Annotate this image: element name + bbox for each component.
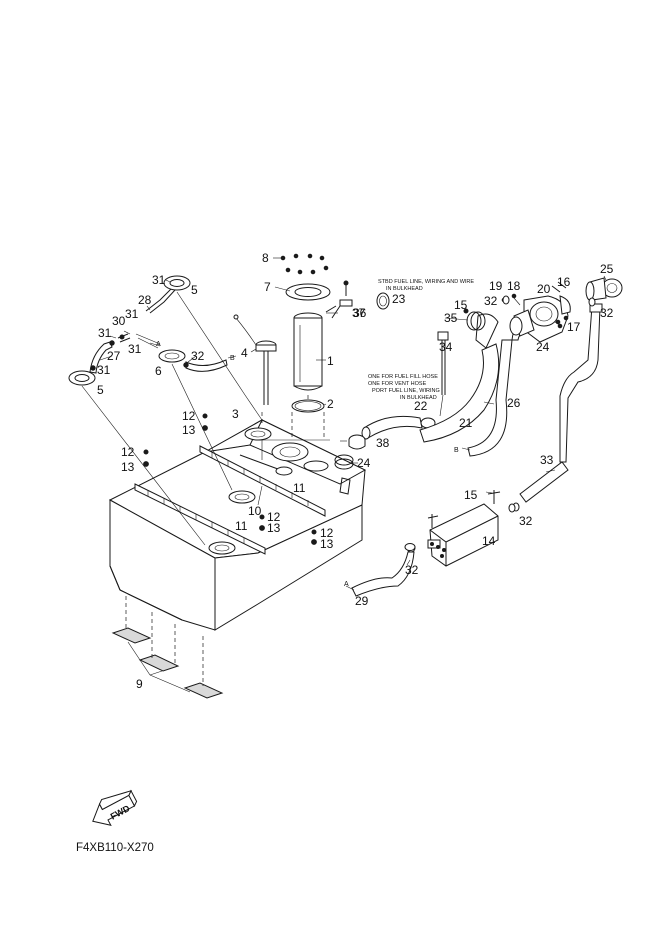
callout-31-a: 31 [152,273,166,287]
vent-hose-27 [90,334,160,373]
fuel-sender [234,315,276,405]
callout-12-b: 12 [121,445,135,459]
callout-13-d: 13 [320,537,334,551]
callout-13-a: 13 [182,423,196,437]
callout-34: 34 [439,340,453,354]
callout-9: 9 [136,677,143,691]
note-port-line2: ONE FOR VENT HOSE [368,381,427,387]
callout-3: 3 [232,407,239,421]
callout-25: 25 [600,262,614,276]
cap-25 [586,278,622,300]
charcoal-canister-14 [428,490,500,566]
note-port-line3: PORT FUEL LINE, WIRING [372,388,440,394]
callout-19: 19 [489,279,503,293]
callout-12-d: 12 [320,526,334,540]
hose-38 [349,435,365,449]
deck-fitting-upper [146,276,190,313]
callout-27: 27 [107,349,121,363]
callout-28: 28 [138,293,152,307]
callout-38: 38 [376,436,390,450]
callout-24-b: 24 [536,340,550,354]
note-stbd-line1: STBD FUEL LINE, WIRING AND WIRE [378,279,474,285]
callout-24-a: 24 [357,456,371,470]
callout-31-c: 31 [98,326,112,340]
callout-20: 20 [537,282,551,296]
fill-hose-22 [362,416,422,439]
callout-14: 14 [482,534,496,548]
callout-33: 33 [540,453,554,467]
callout-1: 1 [327,354,334,368]
hold-down-straps [135,446,325,554]
callout-7: 7 [264,280,271,294]
connector-marks [150,343,470,590]
deck-filler-20 [510,282,570,342]
callout-32-d: 32 [519,514,533,528]
callout-5-a: 5 [191,283,198,297]
clamps-32 [405,296,595,551]
callout-10: 10 [248,504,262,518]
callout-6: 6 [155,364,162,378]
callout-31-e: 31 [97,363,111,377]
fuel-pump-assembly [262,254,330,440]
callout-17: 17 [567,320,581,334]
callout-13-c: 13 [267,521,281,535]
callout-11-a: 11 [293,481,306,495]
vent-fitting [326,281,352,318]
bolts-nuts [144,414,317,544]
callout-8: 8 [262,251,269,265]
connector-label-a2: A [344,581,349,588]
callout-31-d: 31 [128,342,142,356]
tank-top-ports [209,428,350,554]
callout-32-e: 32 [405,563,419,577]
callout-35: 35 [444,311,458,325]
callout-21: 21 [459,416,473,430]
callout-5-b: 5 [97,383,104,397]
callout-26: 26 [507,396,521,410]
callout-29: 29 [355,594,369,608]
callout-22: 22 [414,399,428,413]
deck-fitting-lower [69,371,95,385]
tank-pads [113,596,222,698]
note-port-line4: IN BULKHEAD [400,395,437,401]
connector-label-b1: B [230,355,235,362]
connector-label-b2: B [454,447,459,454]
note-stbd-line2: IN BULKHEAD [386,286,423,292]
callout-16: 16 [557,275,571,289]
pickup-assembly [240,455,292,505]
callout-36: 36 [353,306,367,320]
callout-leaders [100,258,606,565]
callout-18: 18 [507,279,521,293]
diagram-code: F4XB110-X270 [76,842,154,854]
bulkhead-fitting-34 [438,332,448,416]
callout-15-b: 15 [464,488,478,502]
vent-fitting-6 [159,350,227,371]
fill-hose-21 [420,314,499,442]
callout-2: 2 [327,397,334,411]
callout-15-a: 15 [454,298,468,312]
callout-32-c: 32 [600,306,614,320]
callout-30: 30 [112,314,126,328]
callout-4: 4 [241,346,248,360]
callout-23: 23 [392,292,406,306]
callout-32-a: 32 [191,349,205,363]
callout-12-c: 12 [267,510,281,524]
vent-hose-33 [520,304,602,502]
callout-31-b: 31 [125,307,139,321]
callout-37: 37 [352,306,366,320]
clamp-35 [464,309,485,330]
callout-12-a: 12 [182,409,196,423]
callout-32-b: 32 [484,294,498,308]
callout-11-b: 11 [235,519,248,533]
bulkhead-grommet-23 [377,293,389,309]
connector-label-a1: A [156,341,161,348]
fwd-arrow-icon [86,785,141,831]
note-port-line1: ONE FOR FUEL FILL HOSE [368,374,438,380]
callout-13-b: 13 [121,460,135,474]
